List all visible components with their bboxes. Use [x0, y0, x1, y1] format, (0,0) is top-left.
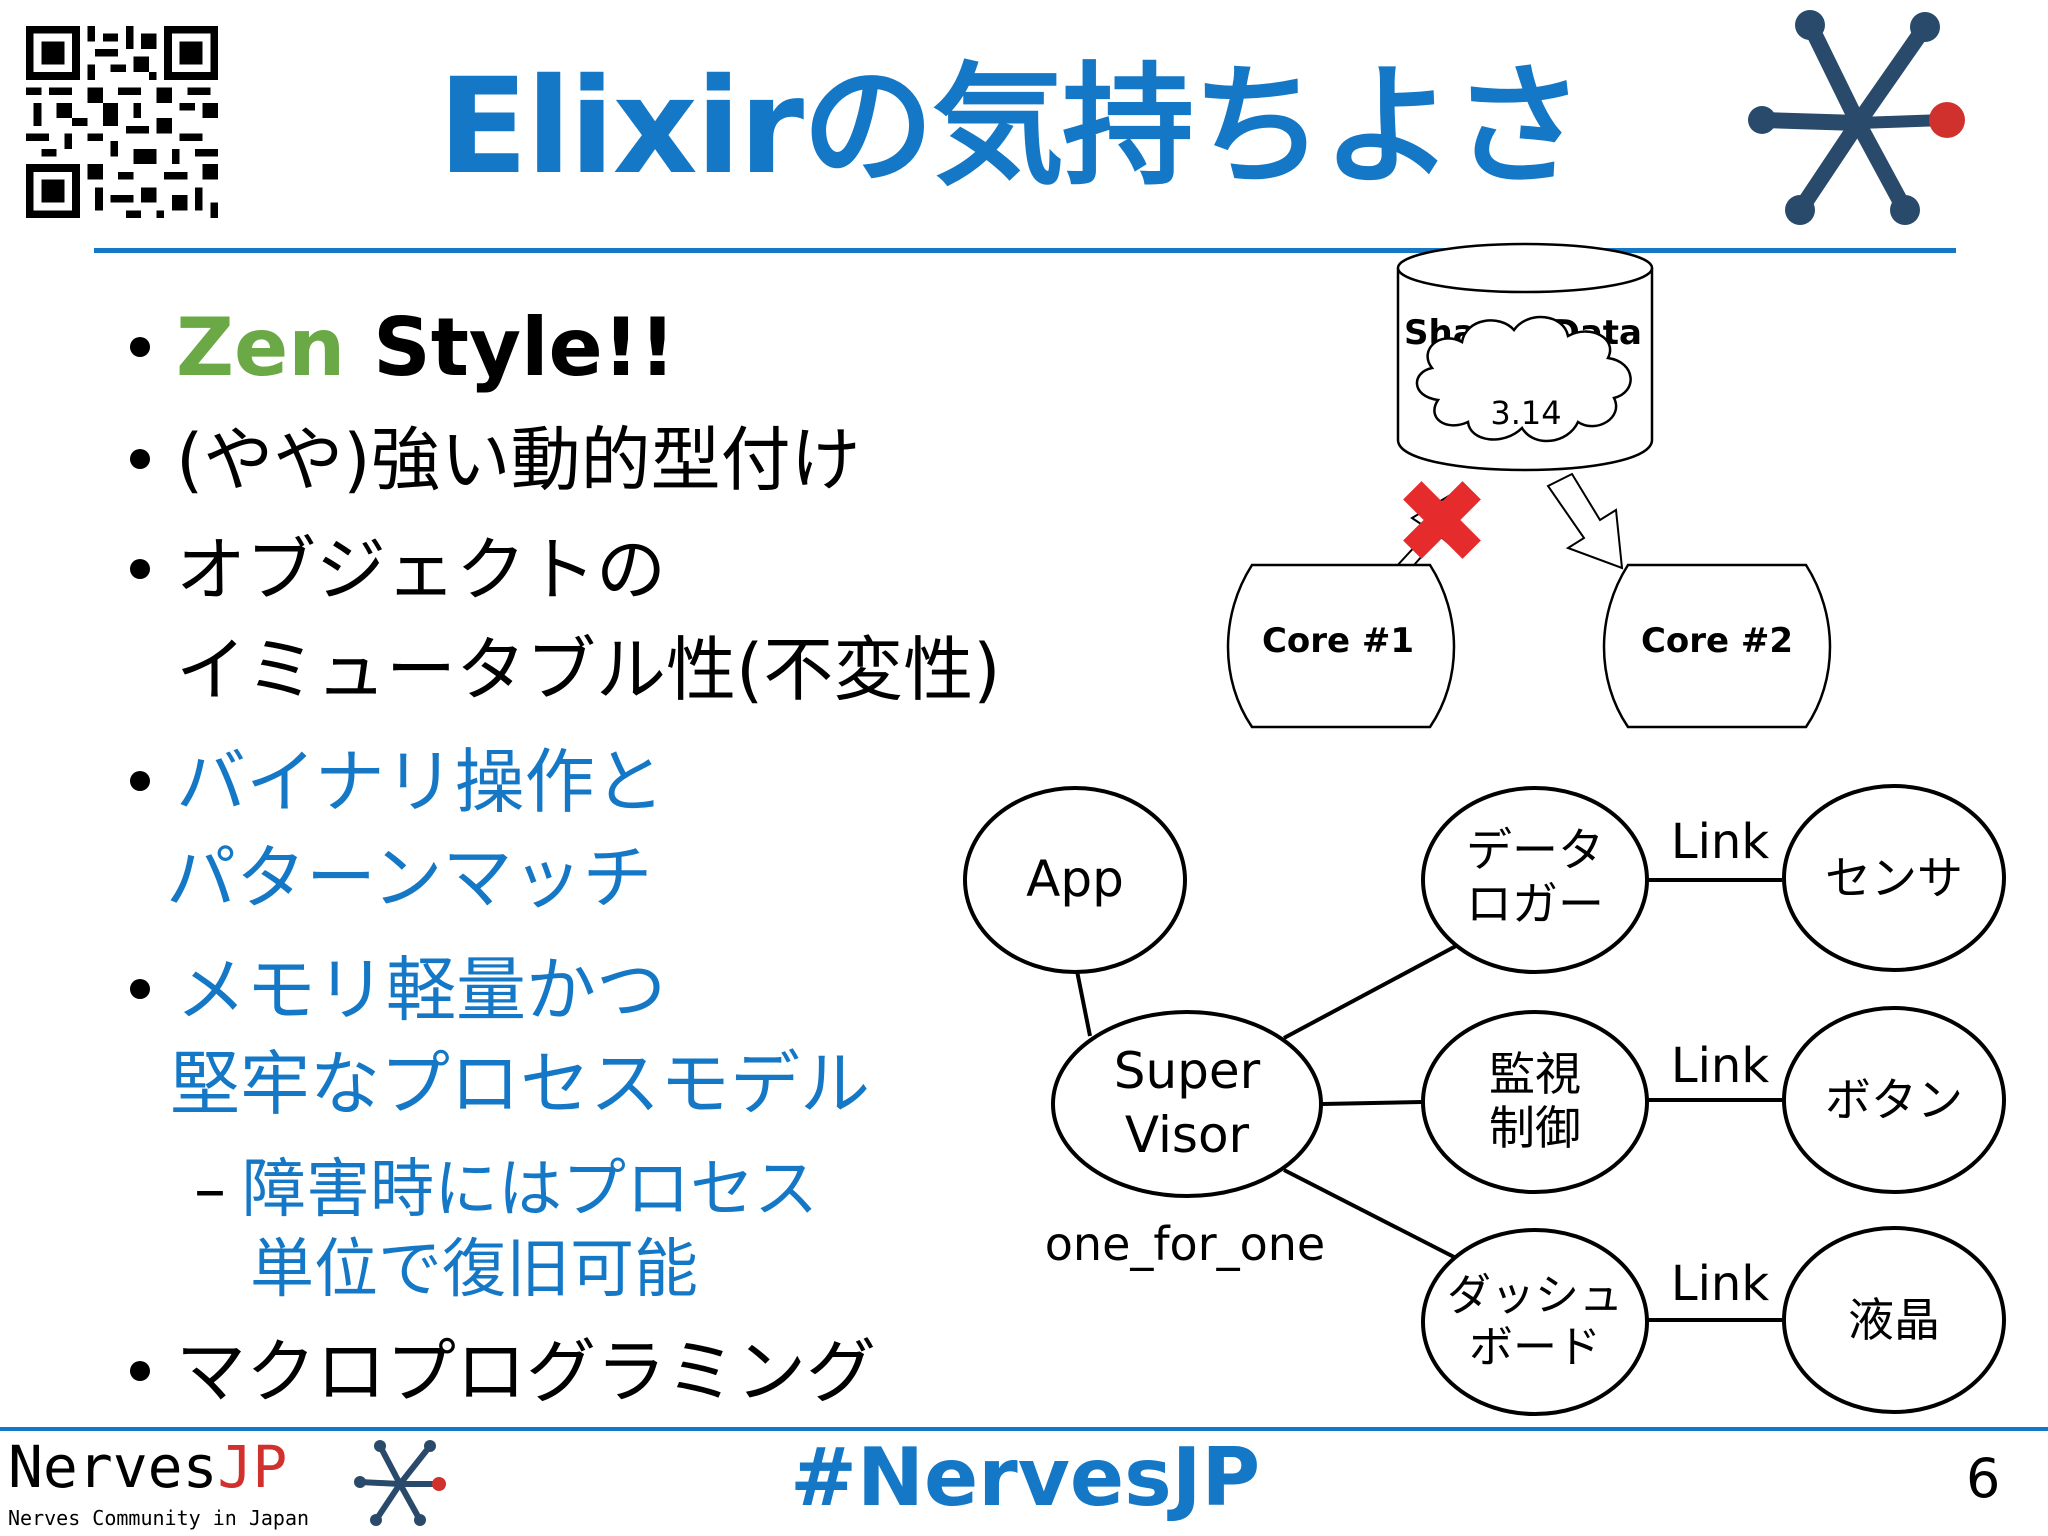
- slide-title: Elixirの気持ちよさ: [437, 50, 1584, 204]
- button-label: ボタン: [1825, 1073, 1963, 1127]
- bullet-zen-style: Zen Style!!: [130, 306, 676, 390]
- qr-code-icon: [26, 26, 218, 218]
- bullet-immutability: オブジェクトの: [130, 528, 666, 612]
- value-cloud: 3.14: [1415, 315, 1632, 443]
- supervisor-label-2: Visor: [1125, 1106, 1250, 1164]
- supervisor-label-1: Super: [1114, 1042, 1261, 1100]
- nerves-logo-icon: [1748, 10, 1965, 225]
- shared-value: 3.14: [1490, 394, 1561, 432]
- link-label-3: Link: [1671, 1256, 1770, 1312]
- hashtag: #NervesJP: [790, 1431, 1261, 1524]
- core-1-box: Core #1: [1226, 563, 1456, 729]
- sensor-node: [1782, 784, 2006, 972]
- bullet-process-model: メモリ軽量かつ: [130, 948, 666, 1032]
- app-label: App: [1026, 850, 1124, 908]
- core-2-box: Core #2: [1602, 563, 1832, 729]
- supervisor-node: [1051, 1010, 1323, 1198]
- page-number: 6: [1966, 1447, 2001, 1510]
- data-logger-label-2: ロガー: [1466, 877, 1604, 931]
- arrow-core2-down: [1546, 472, 1624, 570]
- bullet-macro-programming: マクロプログラミング: [130, 1330, 876, 1414]
- title-divider: [94, 248, 1956, 253]
- bullet-binary-pattern-line2: パターンマッチ: [166, 837, 653, 919]
- bullet-process-model-line2: 堅牢なプロセスモデル: [170, 1043, 870, 1125]
- nerves-logo-small-icon: [354, 1440, 446, 1526]
- footer-divider: [0, 1427, 2048, 1431]
- sensor-label: センサ: [1825, 851, 1963, 905]
- data-logger-label-1: データ: [1466, 823, 1604, 877]
- bullet-binary-pattern: バイナリ操作と: [130, 740, 665, 824]
- dashboard-node: [1421, 1228, 1649, 1416]
- lcd-node: [1782, 1226, 2006, 1414]
- core-2-label: Core #2: [1641, 621, 1793, 661]
- footer-brand: NervesJP: [8, 1433, 288, 1501]
- footer-brand-subtitle: Nerves Community in Japan: [8, 1506, 310, 1530]
- dashboard-label-2: ボード: [1469, 1322, 1601, 1373]
- monitor-control-node: [1421, 1010, 1649, 1194]
- lcd-label: 液晶: [1848, 1293, 1940, 1347]
- strategy-label: one_for_one: [1045, 1217, 1325, 1271]
- dashboard-label-1: ダッシュ: [1447, 1270, 1623, 1321]
- monitor-label-2: 制御: [1489, 1101, 1581, 1155]
- red-cross-icon: [1403, 481, 1481, 559]
- monitor-label-1: 監視: [1489, 1047, 1581, 1101]
- link-label-1: Link: [1671, 814, 1770, 870]
- sub-bullet-recovery-line2: 単位で復旧可能: [250, 1233, 698, 1307]
- core-1-label: Core #1: [1262, 621, 1414, 661]
- data-logger-node: [1421, 786, 1649, 974]
- sub-bullet-recovery: –障害時にはプロセス: [194, 1153, 818, 1227]
- bullet-dynamic-typing: (やや)強い動的型付け: [130, 418, 861, 502]
- link-label-2: Link: [1671, 1038, 1770, 1094]
- button-node: [1782, 1006, 2006, 1194]
- app-node: [963, 786, 1187, 974]
- bullet-immutability-line2: イミュータブル性(不変性): [176, 629, 1001, 711]
